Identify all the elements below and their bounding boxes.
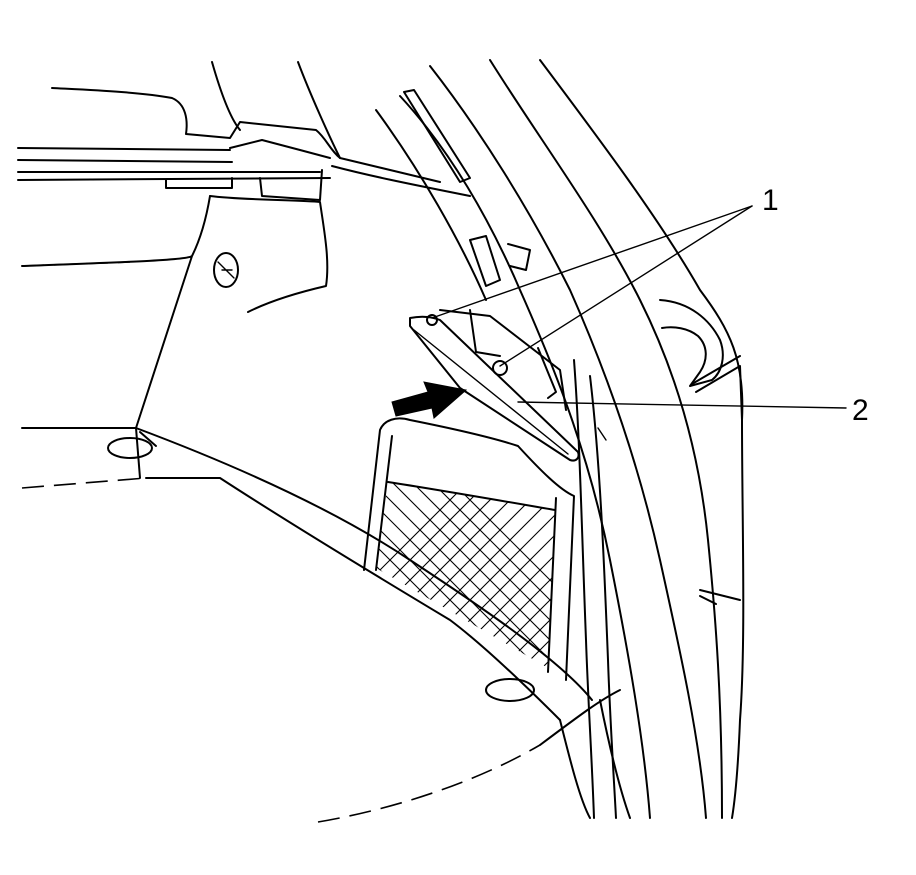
rear-shelf-edge (51, 87, 441, 183)
quarter-panel-inner-4 (375, 109, 487, 301)
floor-rear-edge (317, 744, 541, 823)
leader-line-1b (499, 205, 753, 367)
pillar-bracket (469, 235, 531, 287)
rear-shelf-rail (17, 147, 331, 181)
callout-2: 2 (852, 394, 869, 427)
callout-1: 1 (762, 184, 779, 217)
net-pocket-top (387, 481, 556, 511)
quarter-seam (699, 589, 741, 605)
access-opening (439, 309, 567, 411)
side-trim-upper (331, 165, 471, 197)
side-trim-curve (209, 195, 329, 313)
fastener-screw (213, 252, 239, 288)
pillar-tab (597, 427, 607, 441)
quarter-panel-inner-1 (489, 59, 723, 819)
floor-hole-right (485, 678, 535, 702)
rear-shelf-bracket (165, 139, 331, 201)
net-pocket-inner (375, 435, 557, 673)
quarter-panel-inner-2 (429, 65, 707, 819)
leader-line-2 (517, 401, 847, 409)
leader-line-1a (431, 205, 753, 319)
quarter-panel-inner-5 (589, 375, 617, 819)
access-cover-edge (413, 329, 569, 455)
floor-rear-curve (539, 689, 621, 746)
tail-light-recess (659, 299, 724, 387)
floor-edge-left-3 (21, 477, 147, 489)
access-cover (409, 315, 580, 462)
window-slot (403, 89, 471, 183)
fastener-slot (217, 261, 235, 279)
net-mesh (376, 482, 555, 668)
seatback-top (211, 61, 341, 159)
quarter-panel-outer (539, 59, 745, 819)
tail-light-latch (691, 355, 743, 421)
floor-hole-left (107, 437, 153, 459)
floor-lip (135, 427, 157, 479)
side-trim-panel (21, 195, 211, 429)
quarter-panel-lower (559, 699, 631, 819)
quarter-panel-inner-6 (573, 359, 595, 819)
net-pocket-frame (363, 417, 575, 681)
push-arrow (391, 381, 468, 419)
floor-step (145, 477, 561, 721)
quarter-panel-inner-3 (399, 95, 651, 819)
cover-clip-2 (492, 360, 508, 376)
floor-edge-left-1 (21, 261, 131, 267)
cover-clip-1 (426, 314, 438, 326)
